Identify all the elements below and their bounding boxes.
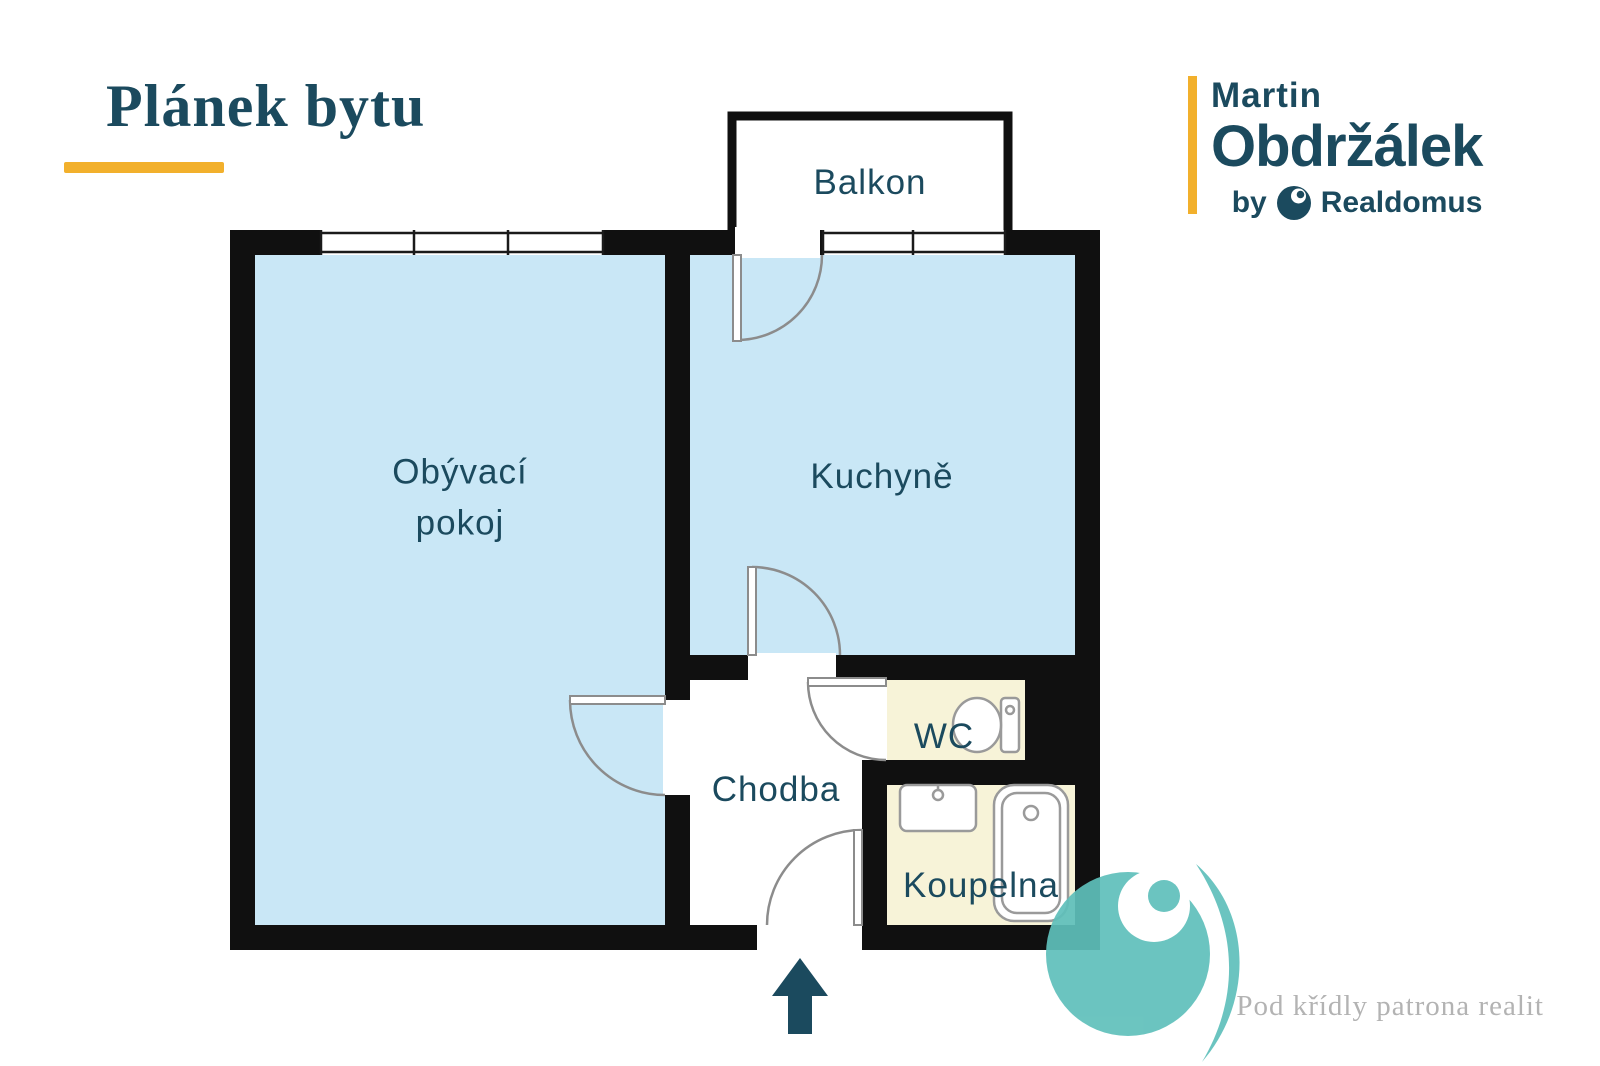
wall-right [1075,230,1100,950]
room-label-living-room: Obývací pokoj [392,452,528,542]
walls [230,230,1100,950]
wall-living-upper [665,230,690,700]
balcony-door-leaf [732,254,742,342]
wc-door-leaf [807,677,887,687]
entrance-arrow-icon [772,958,828,1034]
living-door-opening [663,700,692,795]
balcony-door-arc [736,254,824,342]
living-room-area [255,255,665,925]
doors [568,254,887,926]
wall-left [230,230,255,950]
brand-text: Martin Obdržálek by Realdomus [1211,76,1483,221]
wall-hallway-right [862,760,887,950]
shaft-block [1025,680,1075,760]
watermark-swirl-icon [1046,864,1240,1062]
entry-door-opening [757,923,862,952]
windows [319,230,1007,255]
title-underline [64,162,224,173]
kitchen-door-leaf [747,566,757,656]
brand-company-name: Realdomus [1320,186,1483,220]
fixtures [898,696,1070,923]
wall-kitchen-bottom [665,655,1100,680]
room-label-wc: WC [913,717,975,756]
brand-last-name: Obdržálek [1211,114,1483,179]
footer-tagline: Pod křídly patrona realit [1236,990,1544,1022]
living-door-arc [568,699,666,797]
page-title: Plánek bytu [106,73,426,139]
room-label-bathroom: Koupelna [903,866,1059,905]
entry-door-arc [765,828,863,926]
wc-door-arc [806,681,887,762]
bathtub-icon [992,783,1070,923]
balcony-door-opening [735,227,820,258]
sink-icon [898,783,978,833]
room-label-hallway: Chodba [711,770,841,809]
kitchen-door-arc [751,565,842,656]
wall-wc-bathroom [862,760,1100,785]
brand-block: Martin Obdržálek by Realdomus [1188,76,1483,221]
brand-accent-bar [1188,76,1197,214]
wall-living-lower [665,795,690,935]
brand-by-label: by [1231,186,1267,220]
brand-by-row: by Realdomus [1211,185,1482,221]
room-label-balcony: Balkon [813,163,927,202]
realdomus-logo-icon [1276,186,1311,221]
living-door-leaf [569,695,666,705]
brand-first-name: Martin [1211,76,1322,115]
entry-door-leaf [853,829,863,926]
room-label-kitchen: Kuchyně [810,457,954,496]
toilet-icon [951,696,1021,754]
